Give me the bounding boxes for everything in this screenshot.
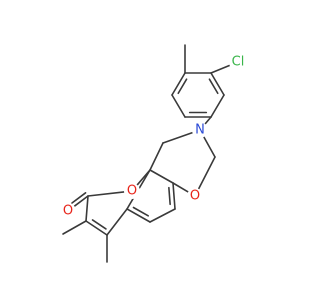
bond-ring xyxy=(85,220,108,236)
chlorine-label: Cl xyxy=(232,55,245,70)
chlorine-atom: Cl xyxy=(229,53,247,71)
bond-ch2-o xyxy=(197,156,216,190)
bond-aryl xyxy=(172,182,176,210)
bond-aryl xyxy=(149,169,174,184)
molecule-structure: Cl N O O O xyxy=(60,44,247,263)
bond-chloro xyxy=(210,64,231,74)
bond-aryl-double xyxy=(208,78,219,95)
bond-layer xyxy=(62,44,231,263)
pyranone-oxygen-label: O xyxy=(127,184,137,199)
oxazine-oxygen-label: O xyxy=(190,189,200,204)
bond-aryl-n xyxy=(204,116,212,125)
bond-aryl xyxy=(126,208,151,223)
bond-aryl-double xyxy=(177,78,188,95)
bond-n-ch2 xyxy=(162,131,194,144)
bond-aryl xyxy=(171,94,186,118)
bond-aryl xyxy=(210,72,225,96)
bond-carbonyl xyxy=(73,195,89,207)
pyranone-oxygen-atom: O xyxy=(124,183,140,199)
bond-aryl xyxy=(210,94,225,118)
nitrogen-label: N xyxy=(195,123,205,138)
bond-ring-double xyxy=(91,219,107,230)
bond-aryl xyxy=(171,72,186,96)
carbonyl-oxygen-label: O xyxy=(63,204,73,219)
bond-o-aryl xyxy=(172,182,189,193)
bond-ring xyxy=(106,208,128,236)
bond-o-carbonyl xyxy=(87,191,125,197)
carbonyl-oxygen-atom: O xyxy=(60,203,76,219)
bond-aryl-double xyxy=(168,186,171,206)
bond-aryl-o xyxy=(136,169,151,186)
atom-label-layer: Cl N O O O xyxy=(60,53,247,219)
bond-aryl-double xyxy=(132,206,149,217)
bond-aryl xyxy=(149,208,176,223)
bond-ring xyxy=(85,195,89,222)
oxazine-oxygen-atom: O xyxy=(187,188,203,204)
bond-ch2-aryl xyxy=(149,142,164,171)
bond-methyl xyxy=(62,220,87,235)
bond-n-ch2 xyxy=(203,136,216,158)
bond-carbonyl-double xyxy=(71,192,87,204)
nitrogen-atom: N xyxy=(192,122,208,138)
